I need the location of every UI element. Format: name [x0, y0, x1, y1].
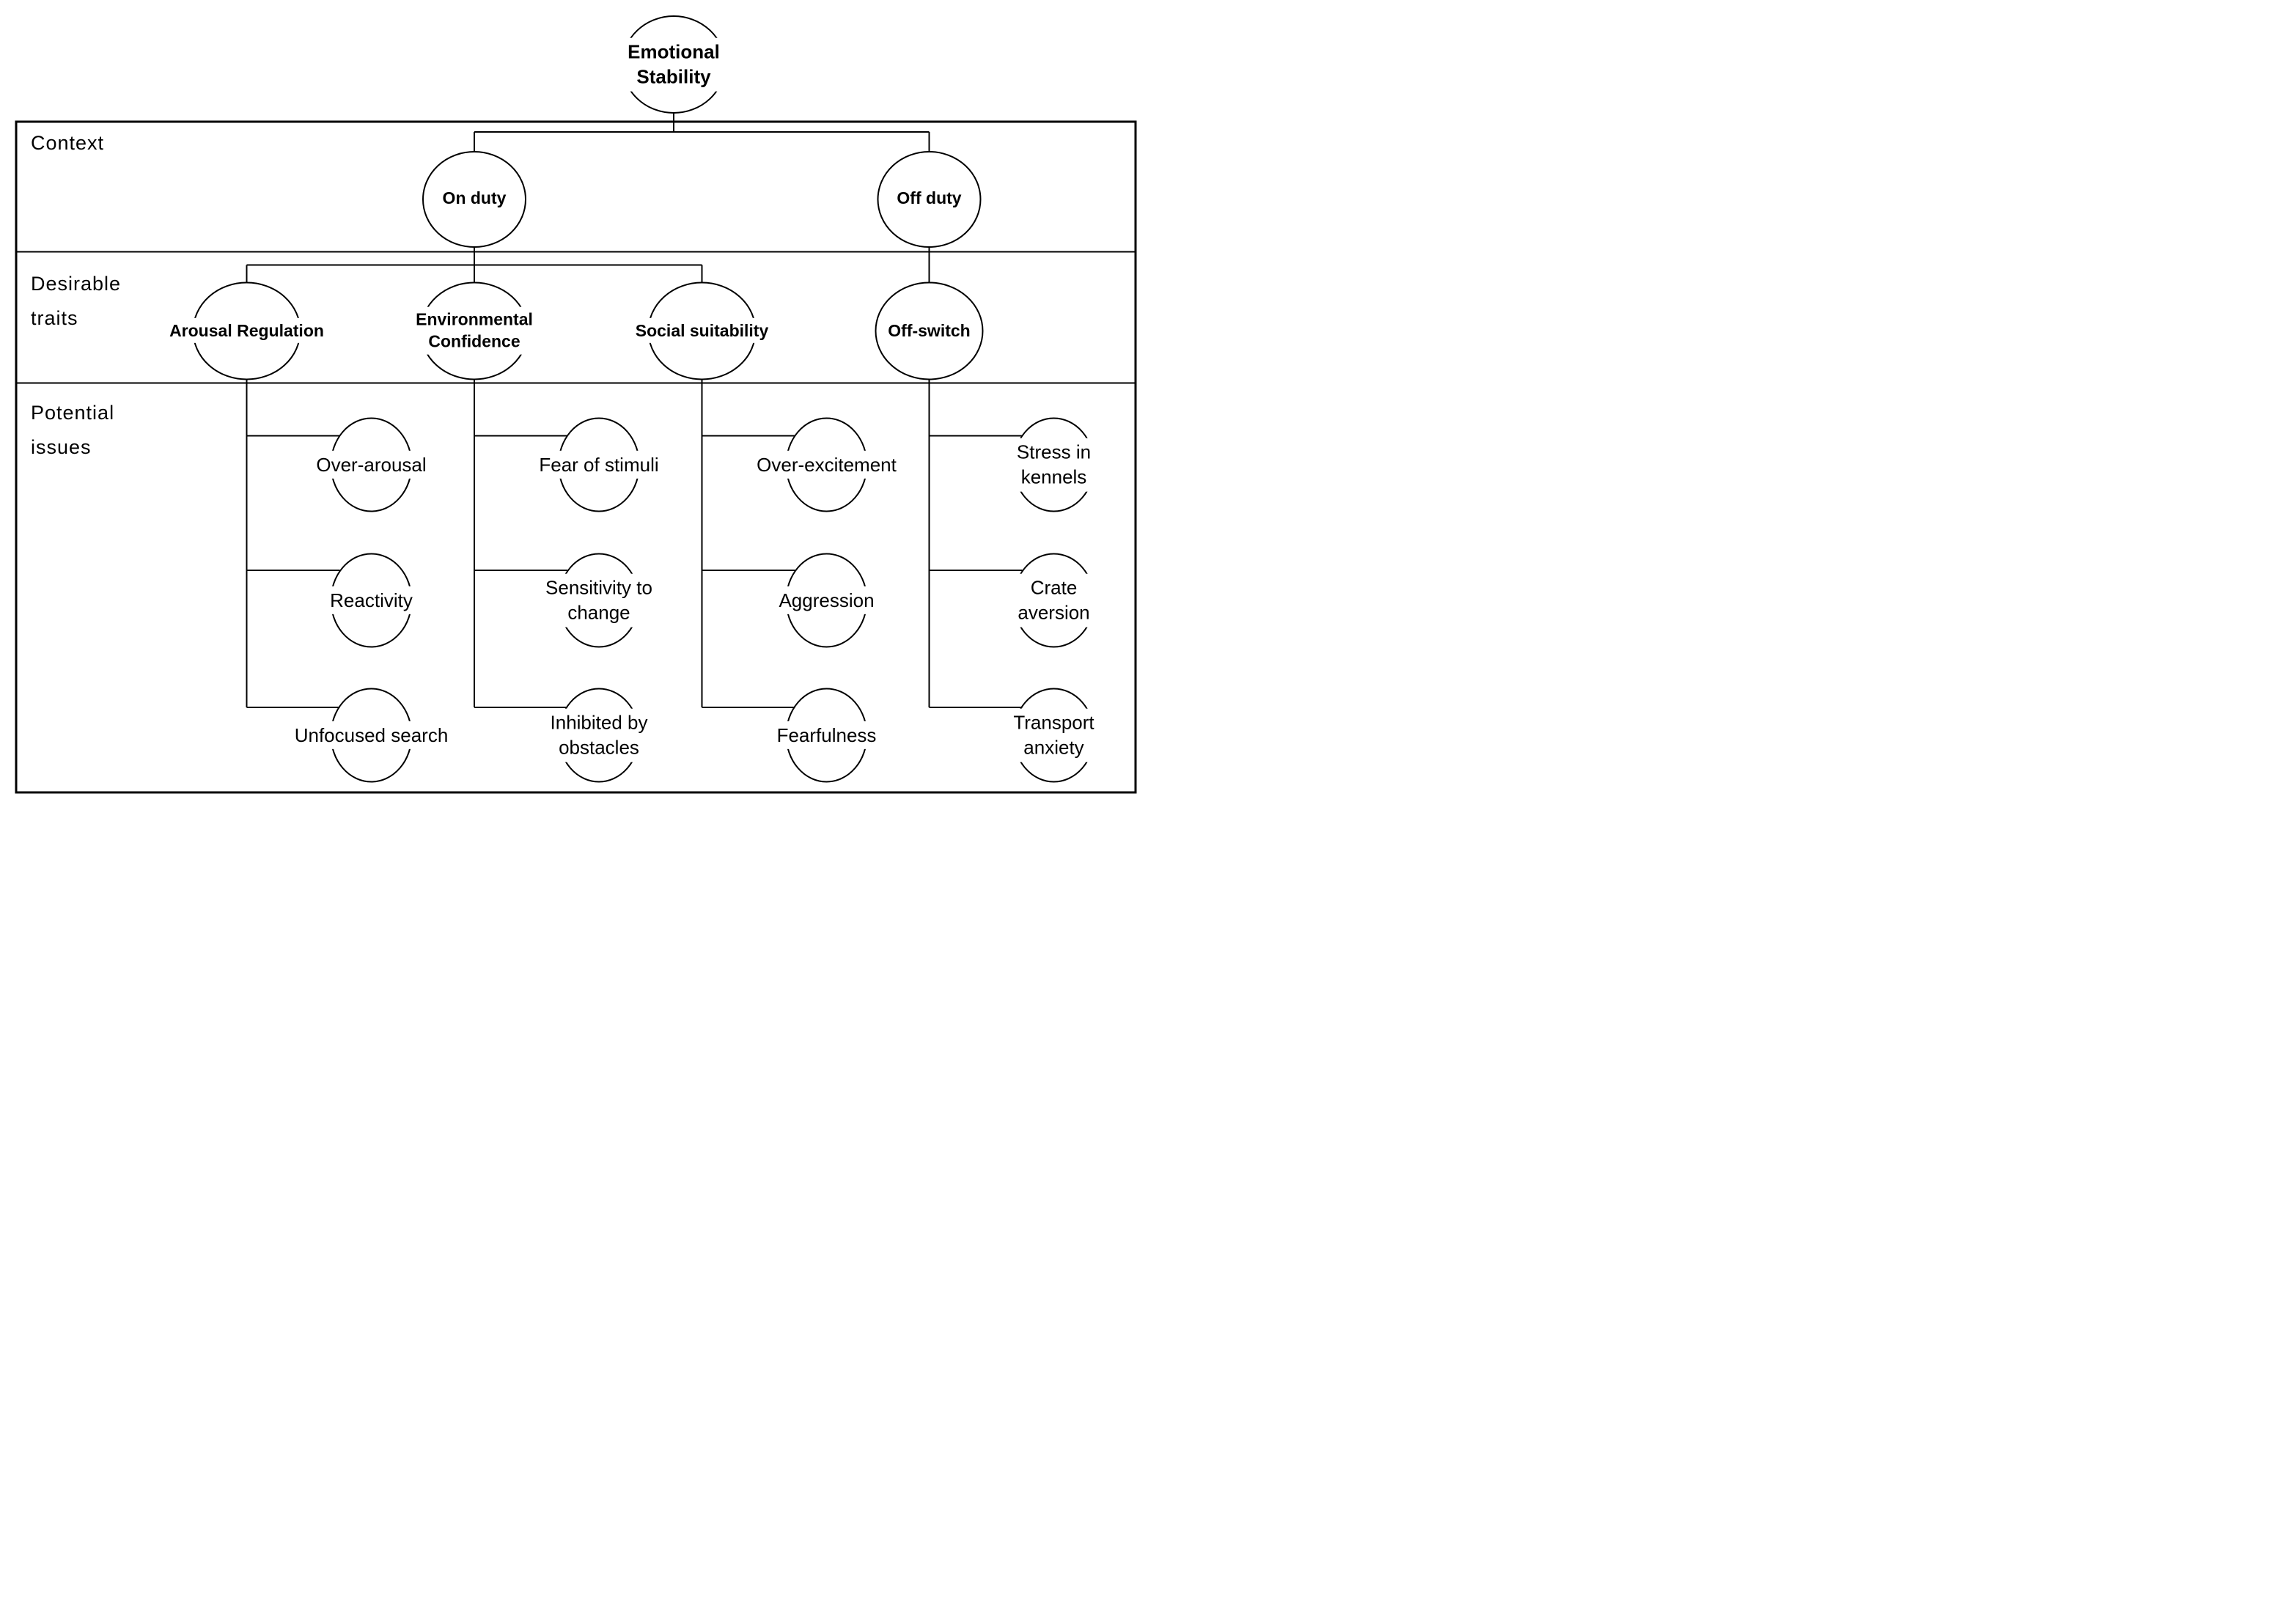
- emotional-stability-diagram: Context Desirable traits Potential issue…: [0, 0, 1148, 805]
- ellipse-off-duty: [877, 151, 982, 248]
- issue-label-inhibited-by-obstacles: Inhibited by obstacles: [543, 708, 655, 762]
- row-label-context: Context: [31, 132, 105, 154]
- connector-lines: [246, 113, 1023, 708]
- node-label-off-switch: Off-switch: [881, 317, 977, 344]
- ellipse-off-switch: [875, 281, 984, 380]
- ellipse-on-duty: [422, 151, 526, 248]
- issue-label-aggression: Aggression: [772, 586, 881, 615]
- issue-label-over-excitement: Over-excitement: [750, 450, 903, 479]
- node-label-off-duty: Off duty: [890, 185, 968, 211]
- issue-label-fear-of-stimuli: Fear of stimuli: [532, 450, 666, 479]
- issue-label-unfocused-search: Unfocused search: [287, 721, 455, 750]
- node-label-emotional-stability: Emotional Stability: [621, 37, 726, 92]
- table-grid: [15, 120, 1137, 794]
- issue-label-transport-anxiety: Transport anxiety: [1007, 708, 1101, 762]
- issue-label-over-arousal: Over-arousal: [309, 450, 433, 479]
- issue-label-fearfulness: Fearfulness: [770, 721, 883, 750]
- outer-border: [15, 120, 1137, 794]
- issue-label-crate-aversion: Crate aversion: [1007, 573, 1101, 627]
- node-label-arousal-regulation: Arousal Regulation: [163, 317, 331, 344]
- diagram-artwork: [15, 15, 1137, 794]
- node-label-environmental-confidence: Environmental Confidence: [409, 306, 540, 355]
- row-label-potential-issues: Potential issues: [31, 402, 115, 458]
- node-ellipses: [192, 15, 1095, 783]
- issue-label-sensitivity-to-change: Sensitivity to change: [539, 573, 659, 627]
- row-label-desirable-traits: Desirable traits: [31, 273, 122, 329]
- issue-label-reactivity: Reactivity: [323, 586, 419, 615]
- issue-label-stress-in-kennels: Stress in kennels: [1007, 438, 1101, 492]
- node-label-on-duty: On duty: [435, 185, 513, 211]
- node-label-social-suitability: Social suitability: [628, 317, 776, 344]
